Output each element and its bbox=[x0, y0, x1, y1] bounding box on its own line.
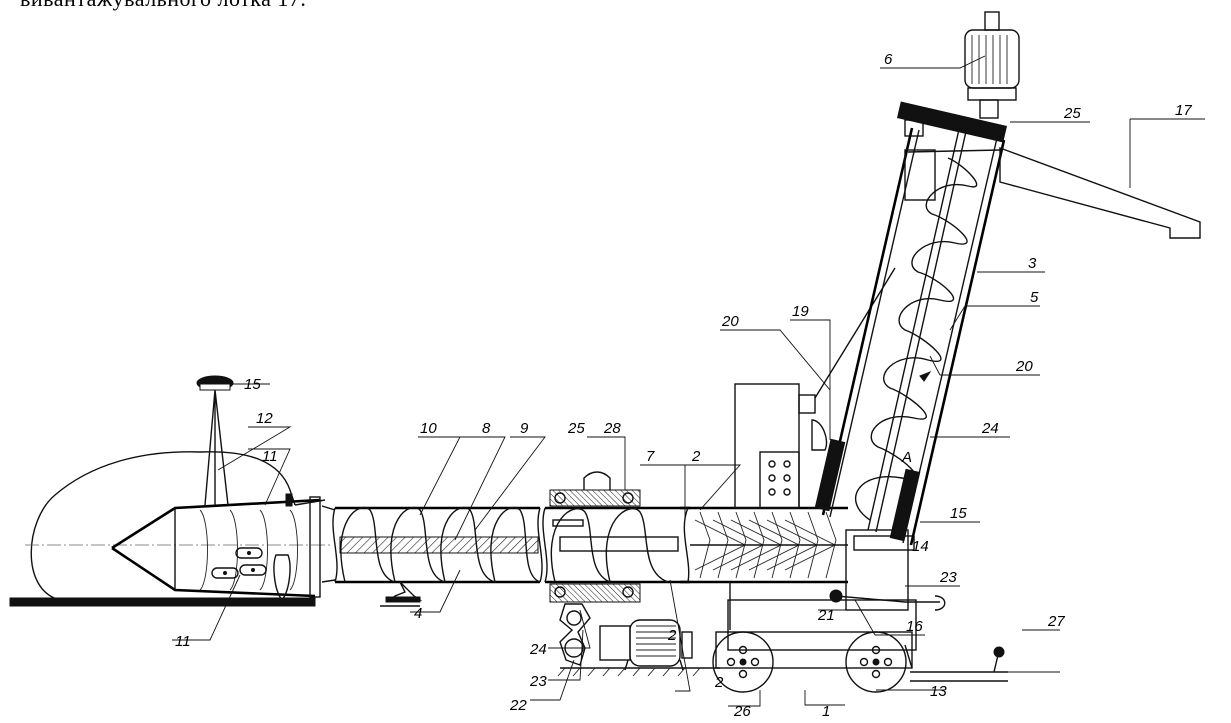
inclined-elevator bbox=[814, 101, 1008, 603]
label-13: 13 bbox=[930, 683, 947, 700]
label-8: 8 bbox=[482, 420, 491, 437]
label-3: 3 bbox=[1028, 255, 1037, 272]
label-4: 4 bbox=[414, 605, 422, 622]
label-25-mid: 25 bbox=[567, 420, 585, 437]
label-24-right: 24 bbox=[981, 420, 999, 437]
label-15-right: 15 bbox=[950, 505, 967, 522]
label-1: 1 bbox=[822, 703, 830, 720]
label-20-left: 20 bbox=[721, 313, 739, 330]
label-17: 17 bbox=[1175, 102, 1192, 119]
label-23-left: 23 bbox=[529, 673, 547, 690]
label-26: 26 bbox=[733, 703, 751, 720]
leaders bbox=[172, 55, 1205, 707]
label-20-right: 20 bbox=[1015, 358, 1033, 375]
control-cabinet bbox=[734, 267, 896, 509]
label-2-top: 2 bbox=[691, 448, 701, 465]
label-11-top: 11 bbox=[262, 448, 278, 465]
feed-tube bbox=[321, 505, 543, 603]
label-23-right: 23 bbox=[939, 569, 957, 586]
label-21: 21 bbox=[817, 607, 835, 624]
motor-6 bbox=[964, 11, 1020, 119]
brush-section bbox=[680, 506, 848, 584]
label-27: 27 bbox=[1047, 613, 1065, 630]
coupling bbox=[542, 471, 690, 603]
label-11-bottom: 11 bbox=[175, 633, 191, 650]
label-5: 5 bbox=[1030, 289, 1039, 306]
label-2-mid: 2 bbox=[667, 627, 677, 644]
label-22: 22 bbox=[509, 697, 527, 714]
label-28: 28 bbox=[603, 420, 621, 437]
chassis bbox=[712, 529, 1008, 693]
label-12: 12 bbox=[256, 410, 273, 427]
label-16: 16 bbox=[906, 618, 923, 635]
discharge-chute bbox=[904, 146, 1201, 239]
label-19: 19 bbox=[792, 303, 809, 320]
label-A: A bbox=[901, 449, 912, 466]
label-14: 14 bbox=[912, 538, 929, 555]
grain-sleeve bbox=[25, 375, 330, 602]
caption-text: вивантажувального лотка 17. bbox=[20, 0, 306, 12]
label-15-left: 15 bbox=[244, 376, 261, 393]
label-10: 10 bbox=[420, 420, 437, 437]
label-24-left: 24 bbox=[529, 641, 547, 658]
label-25-top: 25 bbox=[1063, 105, 1081, 122]
part-labels: 6 25 17 3 5 20 24 A 15 14 23 27 16 21 13… bbox=[175, 51, 1192, 720]
label-7: 7 bbox=[646, 448, 655, 465]
ground bbox=[9, 597, 720, 677]
label-2-bottom: 2 bbox=[714, 674, 724, 691]
label-6: 6 bbox=[884, 51, 893, 68]
label-9: 9 bbox=[520, 420, 529, 437]
